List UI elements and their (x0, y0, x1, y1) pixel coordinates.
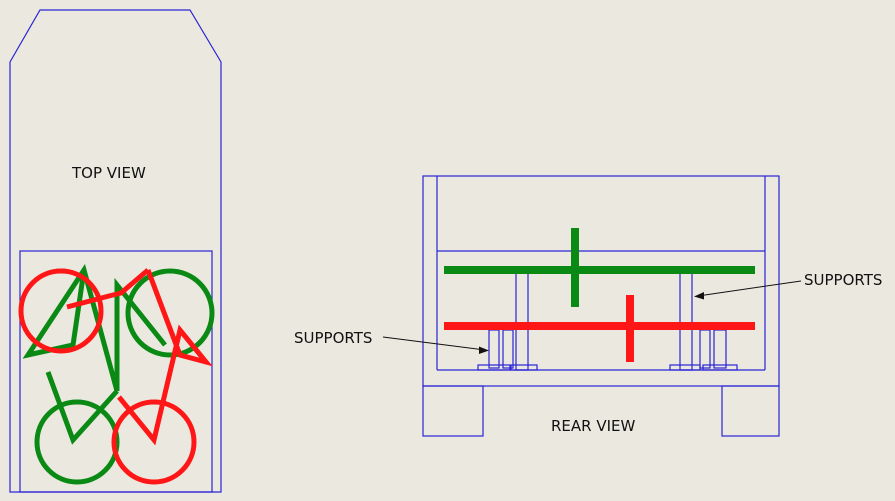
support-lower-3 (699, 329, 711, 369)
rear-left-foot (422, 385, 484, 437)
support-upper-left (515, 269, 529, 371)
supports-callout-right: SUPPORTS (694, 271, 882, 300)
green-shaft-rear (444, 228, 755, 307)
rear-view: SUPPORTS SUPPORTS REAR VIEW (294, 175, 882, 437)
leader-arrowhead-right (694, 292, 704, 300)
green-assembly-top (22, 264, 215, 485)
red-circle-lower-right (111, 399, 197, 485)
red-shaft-rear (444, 295, 755, 362)
red-circle-upper-left (18, 268, 104, 354)
rear-frame-outer (422, 175, 780, 387)
top-view: TOP VIEW (9, 9, 222, 493)
rear-right-foot (721, 385, 780, 437)
support-base-plate-1 (477, 364, 511, 371)
green-linkage (22, 264, 167, 445)
leader-arrowhead-left (479, 346, 489, 354)
upper-supports (515, 269, 693, 371)
green-circle-upper-right (125, 268, 215, 358)
red-assembly-top (18, 268, 213, 485)
top-view-inner-compartment (19, 250, 213, 493)
support-lower-1 (488, 329, 500, 369)
green-circle-lower-left (34, 399, 120, 485)
supports-callout-left: SUPPORTS (294, 329, 489, 354)
top-view-outline (9, 9, 222, 493)
supports-label-left: SUPPORTS (294, 329, 372, 347)
rear-view-label: REAR VIEW (551, 417, 636, 435)
support-upper-right (679, 269, 693, 371)
support-lower-2 (502, 329, 514, 369)
support-base-plate-4 (702, 364, 738, 371)
support-lower-4 (713, 329, 727, 369)
leader-line-right (697, 280, 802, 297)
lower-supports (477, 329, 738, 371)
leader-line-left (382, 336, 486, 351)
red-linkage (66, 268, 213, 446)
supports-label-right: SUPPORTS (804, 271, 882, 289)
support-base-plate-3 (669, 364, 701, 371)
top-view-label: TOP VIEW (71, 164, 146, 182)
support-base-plate-2 (510, 364, 538, 371)
